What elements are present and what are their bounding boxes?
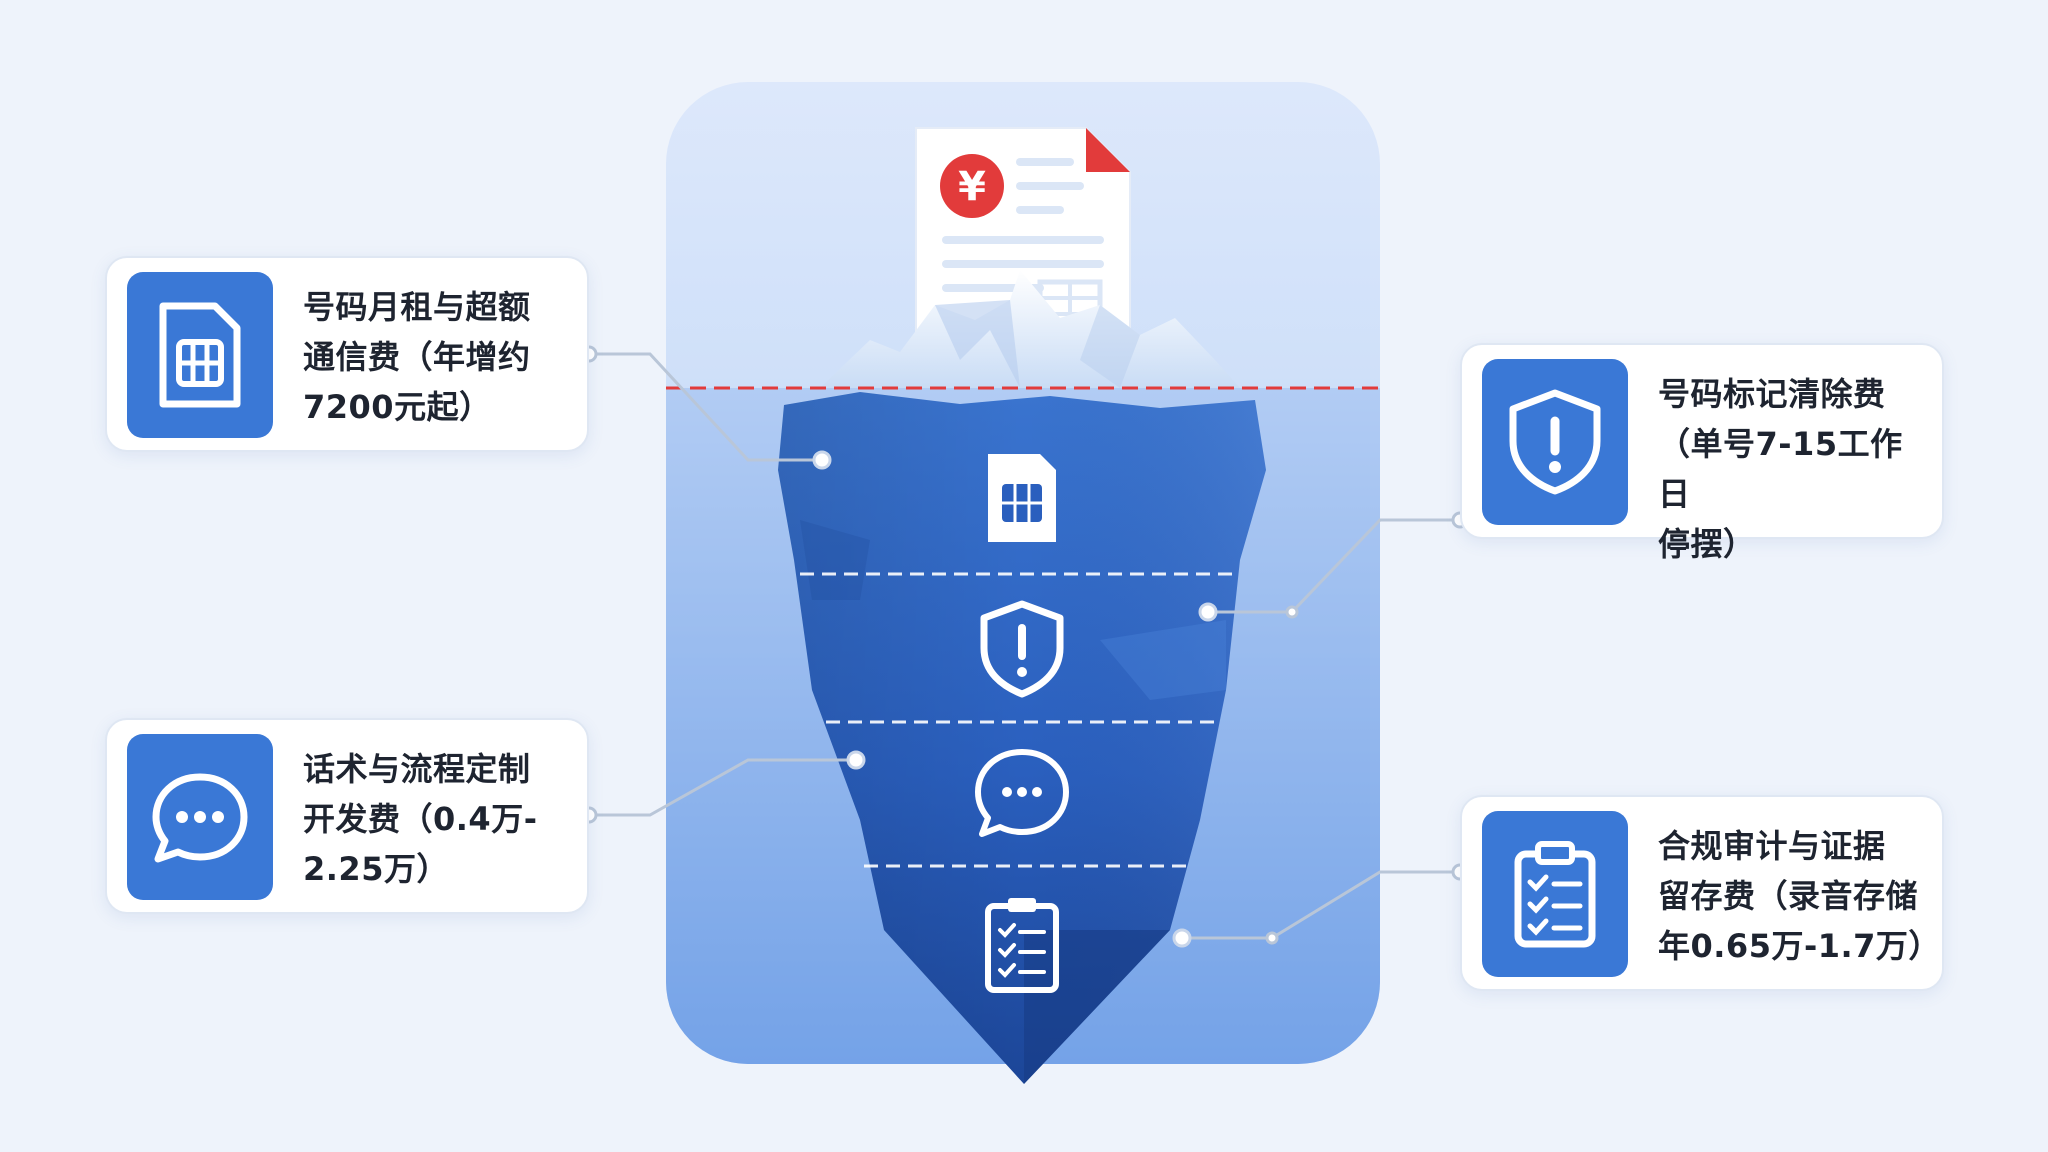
clipboard-checklist-icon (985, 898, 1059, 993)
card-text: 话术与流程定制 开发费（0.4万- 2.25万） (303, 750, 538, 888)
shield-alert-icon (1509, 389, 1601, 495)
yen-icon: ¥ (940, 154, 1004, 218)
card-number-rental: 号码月租与超额 通信费（年增约 7200元起） (105, 256, 589, 452)
chat-bubble-icon (975, 749, 1069, 837)
shield-alert-icon (980, 600, 1064, 698)
card-compliance-audit: 合规审计与证据 留存费（录音存储 年0.65万-1.7万） (1460, 795, 1944, 991)
card-icon-tile (127, 272, 273, 438)
card-text: 号码月租与超额 通信费（年增约 7200元起） (303, 288, 531, 426)
iceberg-tip (820, 270, 1240, 388)
card-text: 号码标记清除费 （单号7-15工作日 停摆） (1658, 375, 1903, 563)
sim-card-icon (159, 302, 241, 408)
card-icon-tile (1482, 359, 1628, 525)
clipboard-checklist-icon (1514, 841, 1596, 948)
card-script-dev: 话术与流程定制 开发费（0.4万- 2.25万） (105, 718, 589, 914)
yen-symbol: ¥ (958, 164, 986, 210)
card-number-marking: 号码标记清除费 （单号7-15工作日 停摆） (1460, 343, 1944, 563)
chat-bubble-icon (152, 773, 248, 863)
card-text: 合规审计与证据 留存费（录音存储 年0.65万-1.7万） (1658, 827, 1941, 965)
sim-card-icon (988, 454, 1056, 542)
card-icon-tile (127, 734, 273, 900)
card-icon-tile (1482, 811, 1628, 977)
